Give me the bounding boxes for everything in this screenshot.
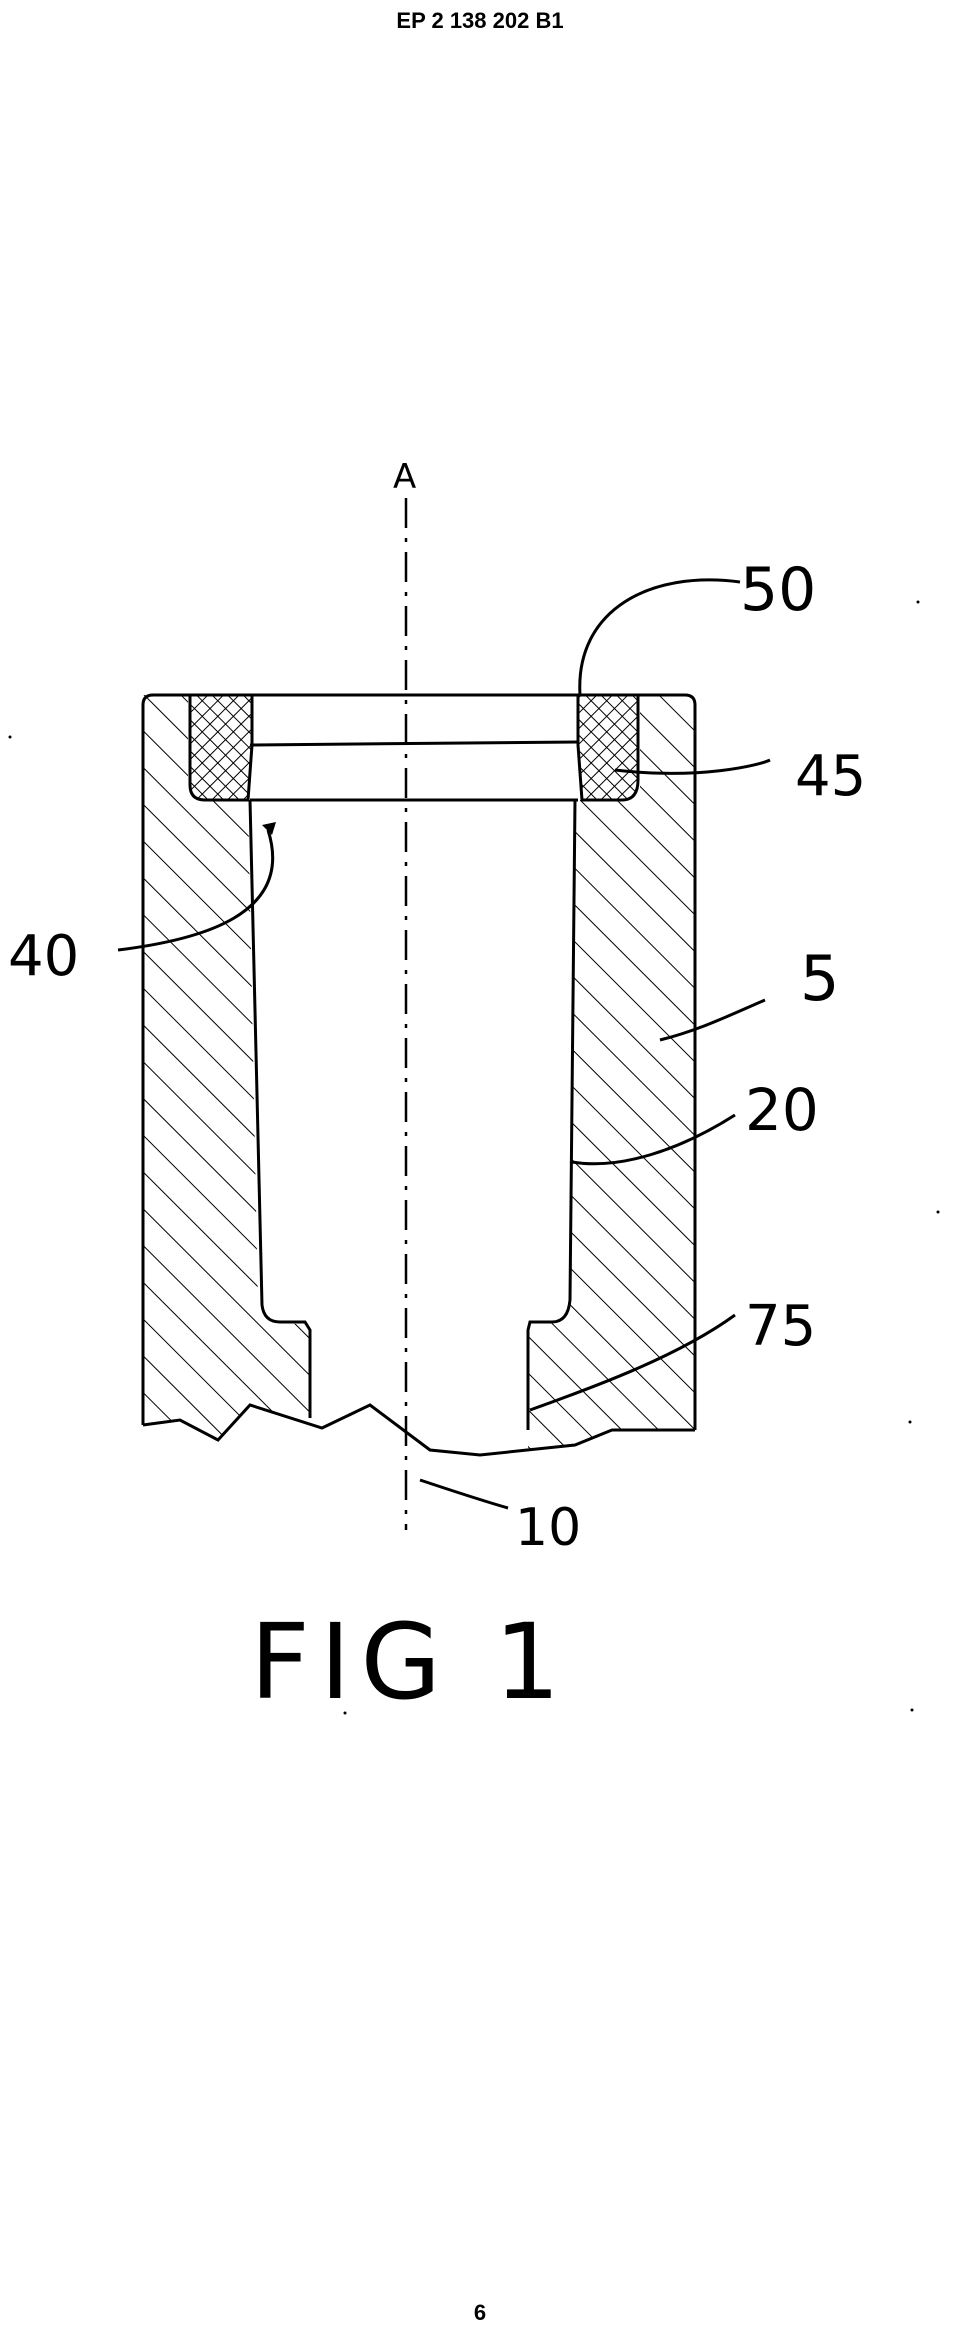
leader-lines [117, 578, 771, 1510]
reference-numeral-40: 40 [8, 924, 79, 989]
leader-arrowhead [262, 822, 276, 835]
reference-numeral-50: 50 [740, 555, 816, 625]
page-number-footer: 6 [473, 2300, 487, 2325]
patent-number-header: EP 2 138 202 B1 [396, 8, 564, 33]
seal-ring [188, 693, 640, 802]
axis-label: A [393, 457, 416, 497]
reference-numeral-10: 10 [515, 1498, 581, 1558]
reference-numeral-20: 20 [745, 1076, 819, 1144]
scan-specks [8, 600, 940, 1715]
reference-numeral-75: 75 [745, 1294, 816, 1359]
figure-caption: FIG 1 [250, 1601, 570, 1723]
reference-numeral-5: 5 [800, 942, 839, 1015]
reference-numeral-45: 45 [795, 744, 866, 809]
part-body [141, 693, 697, 1457]
